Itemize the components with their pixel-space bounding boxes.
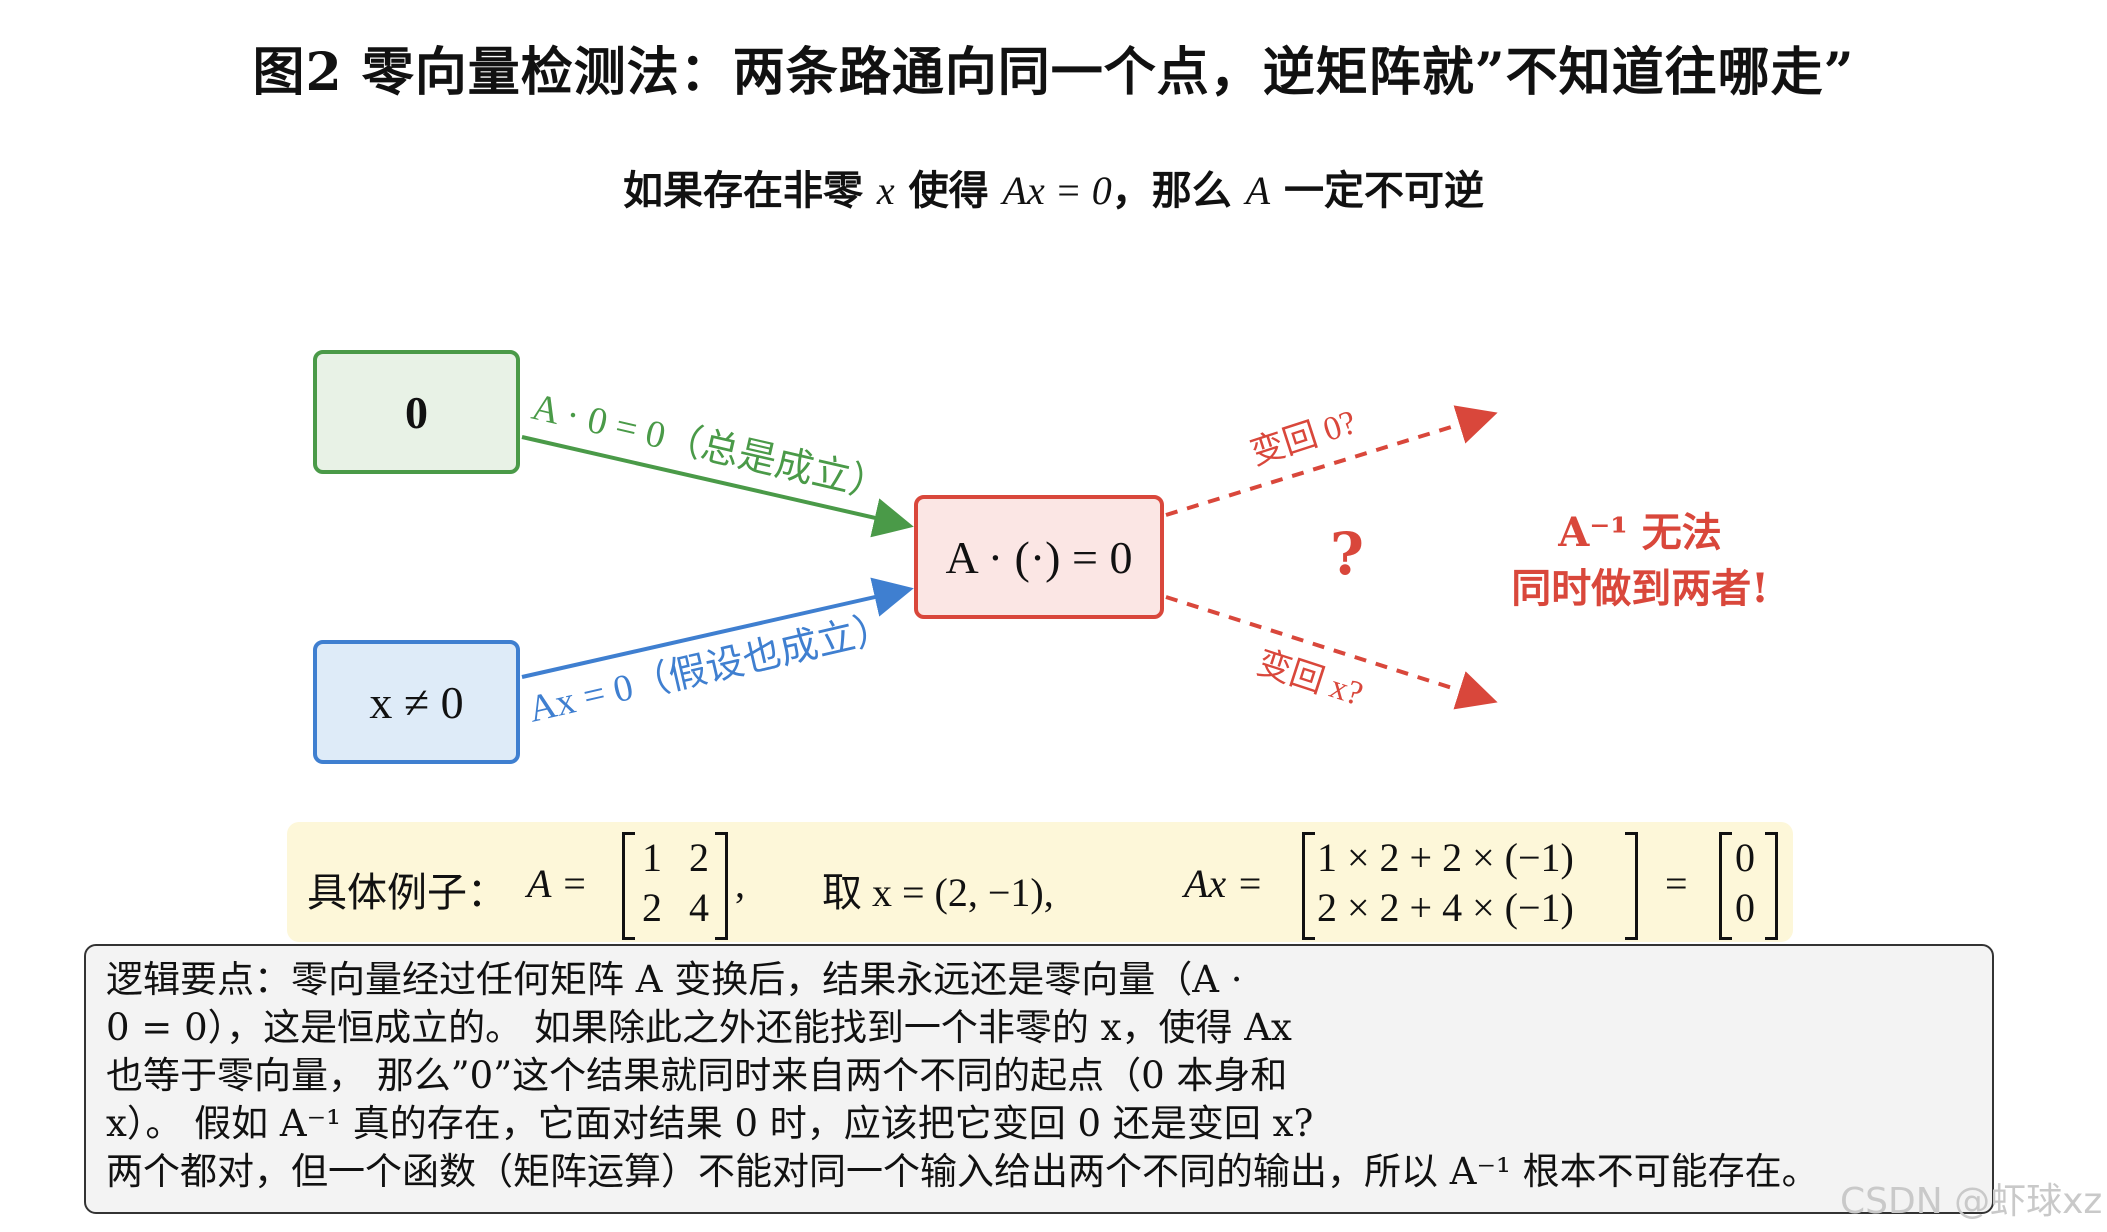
- key-point-line-4: x）。 假如 A⁻¹ 真的存在，它面对结果 0 时，应该把它变回 0 还是变回 …: [106, 1102, 1314, 1145]
- matrix-calc-right-bracket: [1625, 832, 1638, 940]
- matrix-a-r1c2: 2: [689, 835, 709, 880]
- red-bottom-edge-label: 变回 x?: [1253, 643, 1368, 713]
- watermark: CSDN @虾球xz: [1840, 1181, 2103, 1222]
- page-title: 图2 零向量检测法：两条路通向同一个点，逆矩阵就”不知道往哪走”: [252, 42, 1855, 103]
- zero-vector-node: 0: [313, 350, 520, 474]
- matrix-a-r1c1: 1: [642, 835, 662, 880]
- matrix-result-row2: 0: [1735, 885, 1755, 930]
- subtitle-prefix: 如果存在非零: [622, 167, 877, 214]
- matrix-a-right-bracket: [715, 832, 728, 940]
- subtitle-var-a: A: [1245, 168, 1271, 213]
- matrix-result-right-bracket: [1765, 832, 1778, 940]
- subtitle-equation: Ax = 0: [1002, 168, 1112, 213]
- subtitle-middle2: ，那么: [1111, 167, 1246, 214]
- matrix-a-left-bracket: [622, 832, 635, 940]
- subtitle-middle: 使得: [894, 167, 1003, 214]
- example-a-eq: A =: [527, 861, 588, 906]
- subtitle: 如果存在非零 x 使得 Ax = 0，那么 A 一定不可逆: [0, 158, 2107, 216]
- subtitle-suffix: 一定不可逆: [1270, 167, 1485, 214]
- key-point-line-1: 逻辑要点：零向量经过任何矩阵 A 变换后，结果永远还是零向量（A ·: [106, 958, 1243, 1001]
- subtitle-var-x: x: [876, 168, 895, 213]
- example-ax-eq: Ax =: [1184, 861, 1264, 906]
- example-equals: =: [1665, 861, 1688, 906]
- matrix-result-row1: 0: [1735, 835, 1755, 880]
- conclusion-text: A⁻¹ 无法 同时做到两者!: [1470, 505, 1810, 617]
- example-label: 具体例子：: [307, 870, 507, 916]
- conclusion-line2: 同时做到两者!: [1511, 565, 1769, 612]
- key-point-line-3: 也等于零向量， 那么”0”这个结果就同时来自两个不同的起点（0 本身和: [106, 1054, 1288, 1097]
- green-edge-label: A · 0 = 0（总是成立）: [528, 386, 892, 509]
- question-mark: ?: [1330, 520, 1364, 588]
- green-arrow: [521, 435, 914, 538]
- key-point-line-2: 0 = 0），这是恒成立的。 如果除此之外还能找到一个非零的 x，使得 Ax: [106, 1006, 1292, 1049]
- conclusion-line1: A⁻¹ 无法: [1558, 509, 1722, 556]
- blue-arrow: [521, 577, 914, 679]
- matrix-a-r2c1: 2: [642, 885, 662, 930]
- nonzero-x-node: x ≠ 0: [313, 640, 520, 764]
- example-box: 具体例子： A = 1 2 2 4 , 取 x = (2, −1), Ax = …: [287, 822, 1793, 942]
- key-point-box: 逻辑要点：零向量经过任何矩阵 A 变换后，结果永远还是零向量（A · 0 = 0…: [84, 944, 1994, 1214]
- key-point-line-5: 两个都对，但一个函数（矩阵运算）不能对同一个输入给出两个不同的输出，所以 A⁻¹…: [106, 1150, 1819, 1193]
- blue-edge-label: Ax = 0（假设也成立）: [525, 606, 897, 731]
- matrix-result-left-bracket: [1719, 832, 1732, 940]
- matrix-a-r2c2: 4: [689, 885, 709, 930]
- matrix-calc-row1: 1 × 2 + 2 × (−1): [1317, 835, 1574, 880]
- matrix-calc-left-bracket: [1302, 832, 1315, 940]
- matrix-calc-row2: 2 × 2 + 4 × (−1): [1317, 885, 1574, 930]
- example-take-x: 取 x = (2, −1),: [822, 870, 1054, 915]
- result-zero-node: A · (·) = 0: [914, 495, 1164, 619]
- example-comma: ,: [735, 861, 745, 906]
